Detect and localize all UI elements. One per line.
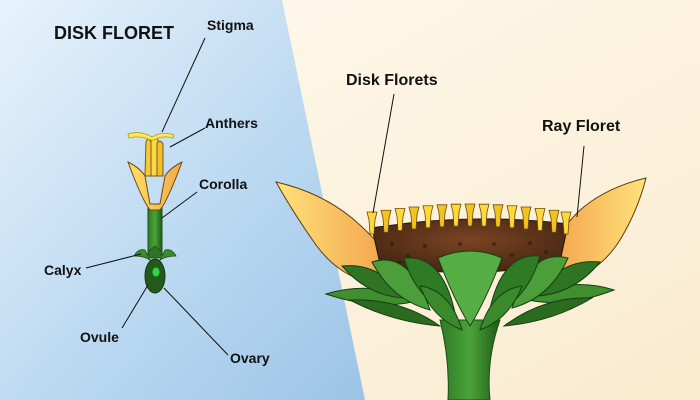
label-ovary: Ovary <box>230 350 270 366</box>
disk-floret <box>464 203 476 227</box>
bracts <box>324 250 616 331</box>
disk-floret <box>422 205 434 229</box>
label-stigma: Stigma <box>207 17 254 33</box>
flower-head-drawing <box>275 177 647 400</box>
disk-floret <box>394 208 406 231</box>
disk-floret <box>560 211 572 235</box>
stigma-shape <box>127 132 175 141</box>
disk-floret <box>548 209 560 233</box>
disk-floret <box>478 203 490 227</box>
right-leader-lines <box>372 93 585 218</box>
label-calyx: Calyx <box>44 262 82 278</box>
disk-floret <box>366 211 378 235</box>
label-anthers: Anthers <box>205 115 258 131</box>
disk-floret <box>534 208 546 231</box>
label-ray-floret: Ray Floret <box>542 118 621 135</box>
disk-floret <box>436 204 448 228</box>
left-background <box>0 0 365 400</box>
disk-floret <box>520 206 532 230</box>
left-leader-lines <box>85 37 229 356</box>
label-corolla: Corolla <box>199 176 248 192</box>
disk-floret <box>492 204 504 228</box>
corolla-shape <box>127 160 183 211</box>
label-disk-florets: Disk Florets <box>346 72 438 89</box>
disk-floret <box>450 203 462 227</box>
disk-florets-group <box>366 203 572 235</box>
diagram-title: DISK FLORET <box>54 23 174 43</box>
ovule-shape <box>151 266 161 278</box>
disk-floret <box>506 205 518 229</box>
disk-floret-drawing <box>127 132 183 294</box>
disk-floret <box>408 206 420 230</box>
label-ovule: Ovule <box>80 329 119 345</box>
disk-floret <box>380 209 392 233</box>
